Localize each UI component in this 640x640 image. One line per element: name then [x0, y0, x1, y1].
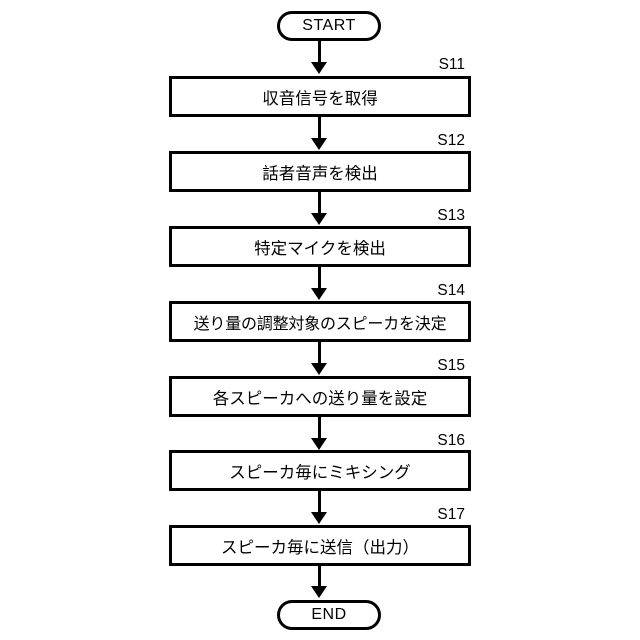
terminator-start-label: START	[302, 17, 356, 34]
terminator-start: START	[277, 11, 381, 41]
step-tag-s12: S12	[437, 132, 465, 149]
arrowhead-start-to-s11	[311, 62, 327, 74]
process-label-s16: スピーカ毎にミキシング	[229, 463, 411, 482]
connector-s11-to-s12	[318, 117, 321, 140]
process-label-s15: 各スピーカへの送り量を設定	[212, 389, 428, 408]
process-box-s15: 各スピーカへの送り量を設定	[169, 376, 471, 417]
process-box-s11: 収音信号を取得	[169, 76, 471, 117]
arrowhead-s17-to-end	[311, 586, 327, 598]
connector-s17-to-end	[318, 566, 321, 588]
step-tag-s16: S16	[437, 432, 465, 449]
step-tag-s13: S13	[437, 207, 465, 224]
process-box-s14: 送り量の調整対象のスピーカを決定	[169, 301, 471, 342]
terminator-end: END	[277, 600, 381, 630]
arrowhead-s15-to-s16	[311, 438, 327, 450]
process-label-s11: 収音信号を取得	[262, 89, 378, 108]
process-box-s16: スピーカ毎にミキシング	[169, 450, 471, 491]
connector-s15-to-s16	[318, 417, 321, 440]
step-tag-s14: S14	[437, 282, 465, 299]
connector-s16-to-s17	[318, 491, 321, 514]
arrowhead-s16-to-s17	[311, 512, 327, 524]
step-tag-s15: S15	[437, 357, 465, 374]
process-box-s17: スピーカ毎に送信（出力）	[169, 525, 471, 566]
process-box-s13: 特定マイクを検出	[169, 226, 471, 267]
arrowhead-s12-to-s13	[311, 213, 327, 225]
process-box-s12: 話者音声を検出	[169, 151, 471, 192]
process-label-s14: 送り量の調整対象のスピーカを決定	[193, 315, 447, 333]
connector-s12-to-s13	[318, 192, 321, 215]
connector-s14-to-s15	[318, 342, 321, 365]
terminator-end-label: END	[311, 606, 347, 623]
step-tag-s11: S11	[438, 56, 465, 73]
arrowhead-s14-to-s15	[311, 363, 327, 375]
connector-start-to-s11	[318, 41, 321, 64]
connector-s13-to-s14	[318, 267, 321, 290]
step-tag-s17: S17	[437, 506, 465, 523]
process-label-s17: スピーカ毎に送信（出力）	[221, 538, 419, 557]
process-label-s13: 特定マイクを検出	[254, 239, 386, 258]
process-label-s12: 話者音声を検出	[262, 164, 378, 183]
arrowhead-s13-to-s14	[311, 288, 327, 300]
arrowhead-s11-to-s12	[311, 138, 327, 150]
